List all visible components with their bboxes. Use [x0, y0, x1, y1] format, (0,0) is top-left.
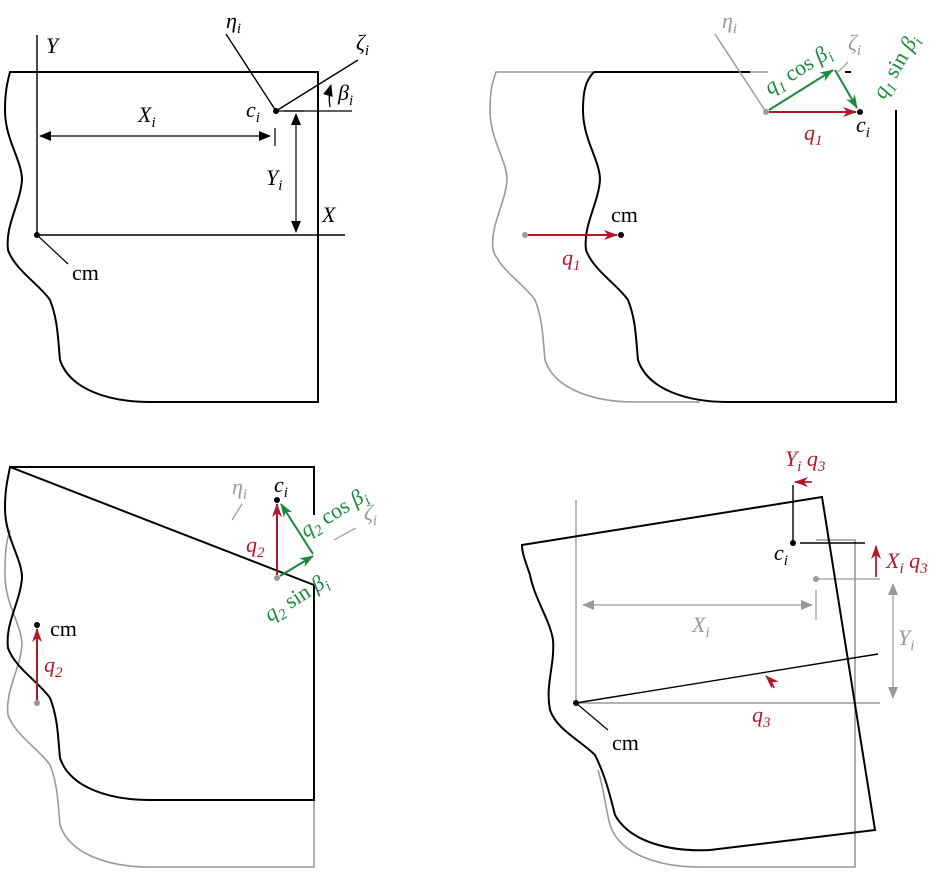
ci-point	[790, 540, 796, 546]
ghost-cm-point	[522, 232, 528, 238]
panel-4-labels: Yi q3 Xi q3 ci Xi Yi q3 cm	[612, 446, 928, 755]
ci-label: ci	[774, 540, 788, 569]
yi-label: Yi	[266, 165, 282, 194]
q1-ci-label: q1	[804, 120, 823, 149]
q2-sin-label: q2 sin βi	[259, 568, 334, 630]
eta-label: ηi	[722, 8, 737, 37]
panel-2-geometry	[489, 33, 897, 403]
q2-cos-label: q2 cos βi	[295, 482, 373, 546]
eta-axis	[225, 33, 277, 112]
xi-label: Xi	[691, 612, 710, 641]
ghost-ci-point	[813, 576, 819, 582]
body-outline	[3, 465, 315, 801]
ci-label: ci	[856, 112, 870, 141]
body-outline	[520, 495, 877, 852]
cm-label: cm	[72, 260, 99, 285]
cm-label: cm	[611, 202, 638, 227]
ghost-body-outline	[597, 539, 856, 868]
ghost-zeta-tick	[837, 61, 849, 73]
body-outline	[581, 71, 897, 403]
yi-q3-label: Yi q3	[785, 446, 825, 475]
q2-ci-label: q2	[246, 532, 265, 561]
ghost-ci-point	[274, 575, 280, 581]
rotated-x-axis	[575, 653, 879, 704]
panel-3-geometry	[3, 465, 357, 868]
q1-cos-arrow	[768, 69, 834, 111]
cm-point	[34, 622, 40, 628]
q1-cos-label: q1 cos βi	[759, 39, 837, 103]
ghost-body-outline	[4, 529, 315, 868]
ghost-cm-point	[34, 700, 40, 706]
ci-label: ci	[246, 97, 260, 126]
beta-label: βi	[337, 80, 353, 109]
ghost-ci-point	[763, 109, 769, 115]
yi-label: Yi	[898, 625, 914, 654]
q1-sin-arrow	[834, 69, 858, 109]
eta-label: ηi	[232, 474, 247, 503]
ghost-eta-tick	[231, 503, 243, 521]
zeta-label: ζi	[848, 30, 861, 59]
eta-label: ηi	[226, 8, 241, 37]
panel-1-geometry	[3, 33, 359, 403]
zeta-axis	[275, 59, 359, 112]
zeta-label: ζi	[364, 500, 377, 529]
xi-label: Xi	[137, 102, 156, 131]
ci-label: ci	[274, 472, 288, 501]
ghost-eta-axis	[714, 33, 767, 113]
cm-leader	[36, 234, 69, 265]
beta-angle-arc	[323, 84, 333, 108]
q3-rotation-arrow	[765, 675, 779, 689]
ci-point	[857, 109, 863, 115]
q3-label: q3	[752, 702, 771, 731]
ghost-body-outline	[489, 71, 768, 403]
xi-q3-label: Xi q3	[885, 548, 928, 577]
panel-3-labels: ηi ζi ci q2 q2 cos βi q2 sin βi cm q2	[44, 472, 377, 681]
q2-cos-arrow	[280, 503, 314, 555]
ghost-zeta-tick	[333, 527, 357, 541]
x-axis-label: X	[321, 202, 337, 227]
panel-4-geometry	[520, 477, 898, 868]
y-axis-label: Y	[46, 33, 61, 58]
cm-leader	[575, 702, 609, 731]
q2-sin-arrow	[279, 555, 314, 577]
cm-point	[618, 232, 624, 238]
q1-sin-label: q1 sin βi	[867, 29, 927, 104]
ci-point	[274, 497, 280, 503]
q2-cm-label: q2	[44, 652, 63, 681]
panel-1-labels: Y X ηi ζi βi Xi Yi ci cm	[46, 8, 369, 285]
q1-cm-label: q1	[562, 245, 581, 274]
zeta-label: ζi	[356, 30, 369, 59]
cm-label: cm	[612, 730, 639, 755]
body-outline	[3, 71, 319, 403]
cm-label: cm	[50, 616, 77, 641]
